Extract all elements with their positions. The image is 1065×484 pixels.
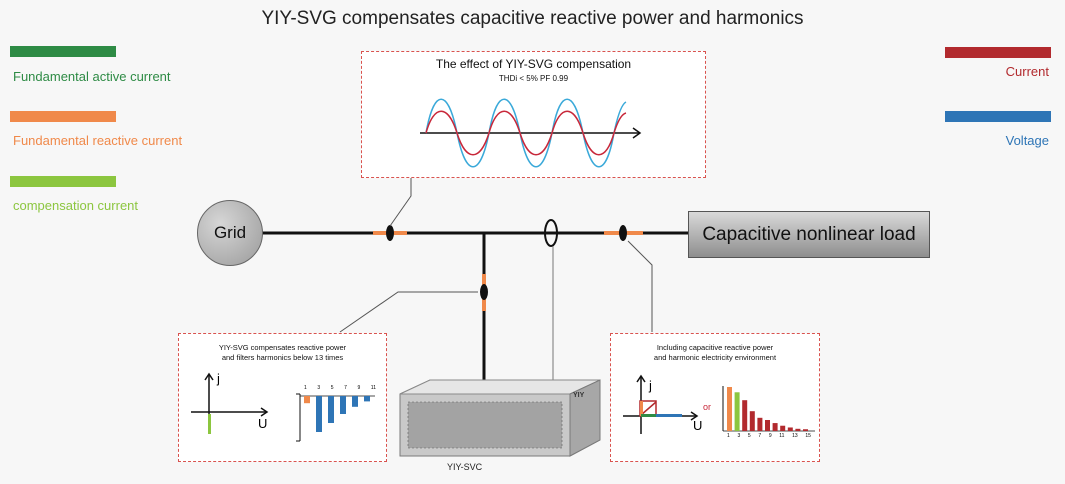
grid-node: Grid bbox=[197, 200, 263, 266]
svg-compensation-panel: YIY-SVG compensates reactive power and f… bbox=[178, 333, 387, 462]
left-tick: 9 bbox=[357, 385, 361, 391]
right-harmonic-ticks: 1 3 5 7 9 11 13 15 bbox=[727, 433, 811, 439]
right-harmonic-bar bbox=[765, 420, 770, 431]
current-waveform bbox=[425, 110, 627, 156]
compensation-effect-title: The effect of YIY-SVG compensation bbox=[435, 57, 632, 71]
right-axis-u: U bbox=[693, 418, 703, 433]
voltage-waveform bbox=[425, 98, 627, 168]
legend-label-voltage: Voltage bbox=[1005, 133, 1049, 148]
capacitive-load-node: Capacitive nonlinear load bbox=[688, 211, 930, 258]
left-tick: 5 bbox=[330, 385, 334, 391]
left-harmonic-bar bbox=[328, 396, 334, 423]
right-harmonic-bar bbox=[803, 429, 808, 431]
right-harmonic-bar bbox=[772, 423, 778, 431]
left-harmonic-bar bbox=[304, 396, 310, 404]
compensation-effect-stats: THDi < 5% PF 0.99 bbox=[498, 74, 569, 83]
legend-swatch-current bbox=[945, 47, 1051, 58]
right-harmonic-bar bbox=[757, 417, 763, 431]
right-tick: 13 bbox=[792, 433, 798, 439]
diagram-title: YIY-SVG compensates capacitive reactive … bbox=[261, 8, 804, 29]
right-tick: 9 bbox=[768, 433, 772, 439]
left-tick: 7 bbox=[344, 385, 347, 391]
svg-panel-line2: and filters harmonics below 13 times bbox=[221, 353, 344, 362]
right-harmonic-bar bbox=[795, 428, 801, 431]
left-axis-j: j bbox=[217, 371, 220, 386]
right-harmonic-bar bbox=[749, 411, 755, 431]
left-tick: 11 bbox=[370, 385, 376, 391]
right-tick: 3 bbox=[737, 433, 741, 439]
legend-label-current: Current bbox=[1005, 64, 1049, 79]
left-harmonic-bar bbox=[340, 396, 346, 414]
svg-phasor-and-spectrum bbox=[191, 372, 375, 442]
load-environment-panel: Including capacitive reactive power and … bbox=[610, 333, 820, 462]
svg-panel-line1: YIY-SVG compensates reactive power bbox=[218, 343, 347, 352]
right-harmonic-bar bbox=[734, 392, 740, 431]
legend-swatch-active bbox=[10, 46, 116, 57]
load-panel-line1: Including capacitive reactive power bbox=[656, 343, 774, 352]
right-or-label: or bbox=[703, 402, 712, 412]
right-tick: 5 bbox=[747, 433, 751, 439]
right-harmonic-bar bbox=[787, 427, 793, 431]
load-panel-line2: and harmonic electricity environment bbox=[653, 353, 777, 362]
legend-label-compensation: compensation current bbox=[13, 198, 139, 213]
right-tick: 11 bbox=[779, 433, 785, 439]
load-phasor-and-spectrum bbox=[623, 374, 815, 434]
left-tick: 3 bbox=[317, 385, 321, 391]
legend-label-active: Fundamental active current bbox=[13, 69, 171, 84]
right-tick: 1 bbox=[727, 433, 730, 439]
device-brand-logo: YIY bbox=[573, 392, 585, 399]
legend-label-reactive: Fundamental reactive current bbox=[13, 133, 183, 148]
left-harmonic-ticks: 1 3 5 7 9 11 bbox=[304, 385, 376, 391]
right-harmonic-bar bbox=[742, 400, 748, 431]
left-tick: 1 bbox=[304, 385, 307, 391]
right-tick: 15 bbox=[805, 433, 811, 439]
compensation-effect-panel: The effect of YIY-SVG compensation THDi … bbox=[361, 51, 706, 178]
left-harmonic-bar bbox=[352, 396, 358, 407]
device-label: YIY-SVC bbox=[447, 462, 483, 472]
right-tick: 7 bbox=[758, 433, 762, 439]
right-harmonic-bar bbox=[727, 387, 732, 431]
legend-swatch-voltage bbox=[945, 111, 1051, 122]
legend-swatch-reactive bbox=[10, 111, 116, 122]
left-harmonic-bar bbox=[316, 396, 322, 432]
right-harmonic-bar bbox=[780, 425, 786, 431]
left-harmonic-bar bbox=[364, 396, 370, 402]
waveform-plot bbox=[420, 98, 642, 168]
left-axis-u: U bbox=[258, 416, 268, 431]
legend-swatch-compensation bbox=[10, 176, 116, 187]
right-axis-j: j bbox=[649, 378, 652, 393]
